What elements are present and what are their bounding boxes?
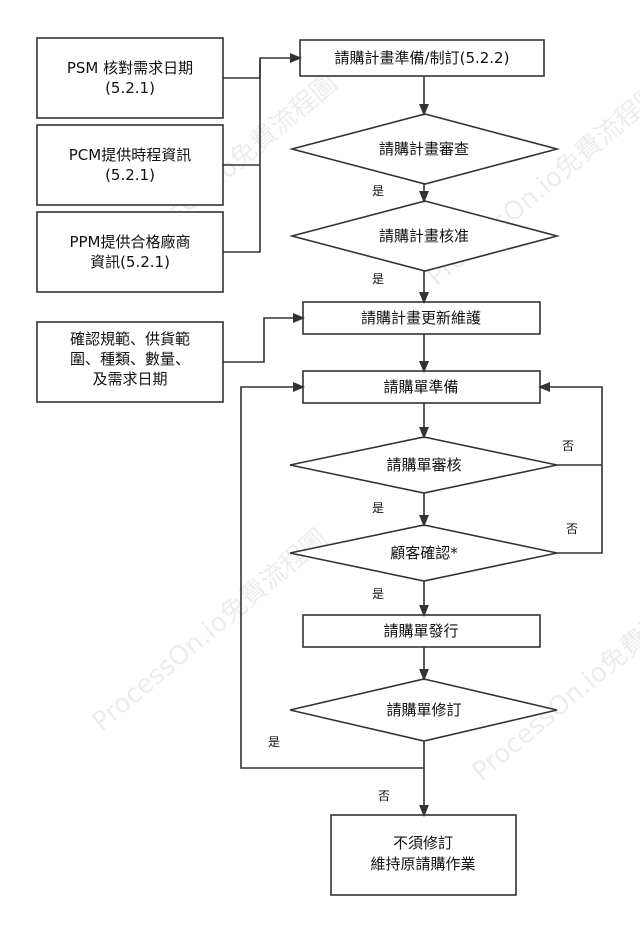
edge-label-yes: 是 — [372, 184, 385, 198]
side-box-text: (5.2.1) — [105, 166, 155, 184]
side-box-confirm — [36, 321, 224, 403]
node-plan-review — [288, 113, 561, 185]
edge-side-to-plan — [223, 60, 261, 79]
edge-label-no: 否 — [562, 439, 575, 453]
node-plan-approve — [288, 200, 561, 272]
node-label: 請購單發行 — [383, 622, 458, 640]
edge-label-yes: 是 — [372, 501, 385, 515]
side-box-text: 及需求日期 — [92, 370, 167, 388]
edge-label-yes: 是 — [372, 272, 385, 286]
node-label: 請購單修訂 — [386, 701, 461, 719]
edge-confirm-no — [557, 465, 603, 554]
side-box-psm — [36, 37, 224, 119]
node-label: 請購計畫核准 — [379, 227, 469, 245]
node-label: 請購計畫準備/制訂(5.2.2) — [335, 49, 510, 67]
node-label: 不須修訂 — [393, 834, 453, 852]
node-end — [330, 814, 517, 896]
node-label: 顧客確認* — [390, 544, 458, 562]
side-box-text: (5.2.1) — [105, 79, 155, 97]
side-box-text: PSM 核對需求日期 — [67, 59, 193, 77]
side-box-text: 圍、種類、數量、 — [70, 350, 190, 368]
node-label: 請購單準備 — [383, 378, 458, 396]
side-box-text: 資訊(5.2.1) — [90, 253, 170, 271]
edge-label-no: 否 — [566, 522, 579, 536]
edge-confirm-to-update — [223, 313, 305, 363]
side-box-ppm — [36, 211, 224, 293]
edge-label-yes: 是 — [372, 587, 385, 601]
edge-side-to-plan — [223, 53, 302, 253]
side-box-text: PCM提供時程資訊 — [69, 146, 191, 164]
edge-revise-yes — [240, 382, 424, 769]
node-label: 維持原請購作業 — [370, 855, 475, 873]
side-box-text: PPM提供合格廠商 — [69, 233, 190, 251]
edge-label-no: 否 — [378, 789, 391, 803]
side-box-pcm — [36, 124, 224, 206]
node-label: 請購計畫更新維護 — [361, 309, 481, 327]
edge-review-no — [538, 382, 603, 466]
edge-label-yes: 是 — [268, 735, 281, 749]
node-req-issue — [302, 614, 541, 648]
side-box-text: 確認規範、供貨範 — [70, 330, 190, 348]
node-label: 請購計畫審查 — [379, 140, 469, 158]
node-plan-prepare — [299, 39, 545, 77]
node-label: 請購單審核 — [386, 456, 461, 474]
